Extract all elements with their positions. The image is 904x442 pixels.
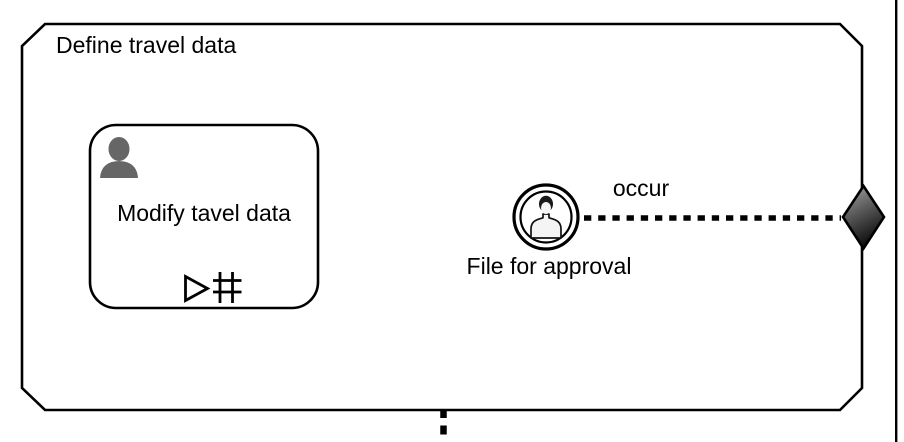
- task-label: Modify tavel data: [117, 200, 291, 226]
- person-icon: [100, 137, 138, 178]
- subprocess-title: Define travel data: [56, 32, 237, 58]
- person-icon: [530, 195, 562, 239]
- page-frame-right-border: [895, 0, 898, 442]
- task-node[interactable]: [88, 123, 320, 310]
- hash-icon: [213, 272, 242, 303]
- play-triangle-icon: [184, 274, 211, 303]
- event-label: File for approval: [466, 253, 632, 279]
- diamond-terminal[interactable]: [841, 183, 886, 251]
- connector-label: occur: [612, 175, 670, 201]
- subprocess-container-shape[interactable]: [20, 22, 864, 412]
